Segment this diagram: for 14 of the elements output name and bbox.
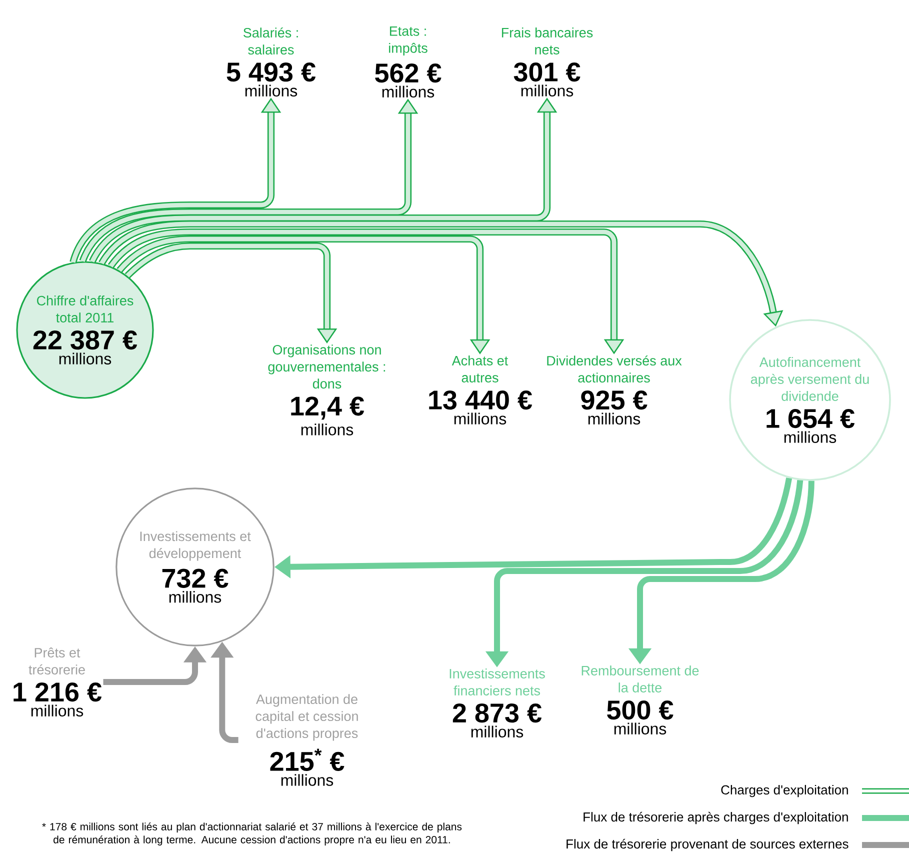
flow-label: Dividendes versés aux actionnaires 925 € millions: [547, 355, 682, 425]
legend-label: Charges d'exploitation: [721, 784, 848, 798]
flow-label: Investissements financiers nets 2 873 € millions: [450, 668, 545, 738]
flow-label: Prêts et trésorerie 1 216 € millions: [14, 648, 102, 716]
flow-label: Etats : impôts 562 € millions: [375, 26, 442, 98]
legend-label: Flux de trésorerie après charges d'exploitation: [584, 812, 848, 824]
flow-label: Salariés : salaires 5 493 € millions: [226, 27, 316, 97]
legend-label: Flux de trésorerie provenant de sources externes: [566, 838, 848, 852]
flow-label: Achats et autres 13 440 € millions: [429, 356, 532, 424]
flow-label: Frais bancaires nets 301 € millions: [502, 28, 593, 96]
flow-label: Augmentation de capital et cession d'actions propres 215$^{*}$ € millions: [256, 694, 358, 786]
footnote: * 178 € millions sont liés au plan d'actionnariat salarié et 37 millions à l'exercice de plans de rémunération à long terme. Aucune cession d'actions propre n'a eu lieu en 2011.: [42, 822, 462, 846]
flow-label: Organisations non gouvernementales : dons 12,4 € millions: [268, 344, 386, 436]
flow-label: Remboursement de la dette 500 € millions: [582, 666, 699, 734]
